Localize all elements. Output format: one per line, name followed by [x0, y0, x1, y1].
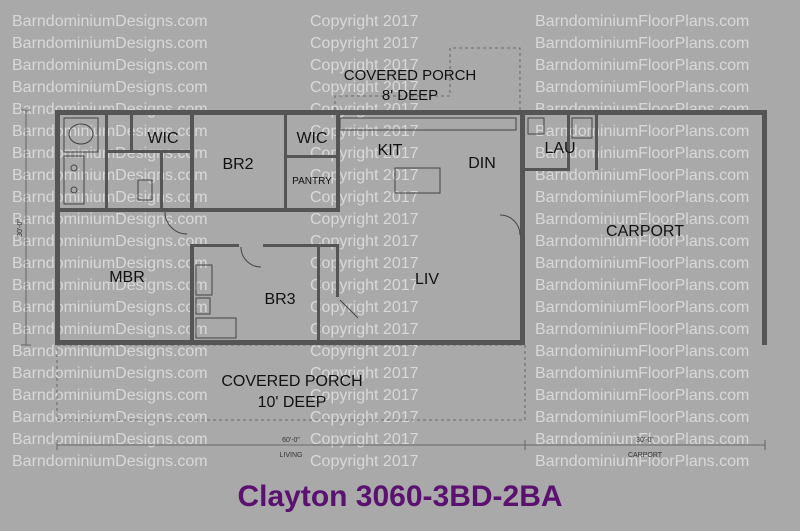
br3-label: BR3 [264, 291, 295, 308]
watermark-text: Copyright 2017 [310, 57, 419, 74]
watermark-text: BarndominiumFloorPlans.com [535, 277, 749, 294]
watermark-text: BarndominiumFloorPlans.com [535, 189, 749, 206]
watermark-text: Copyright 2017 [310, 387, 419, 404]
depth-dimension: 30'-0" [17, 219, 24, 237]
watermark-text: Copyright 2017 [310, 365, 419, 382]
watermark-text: BarndominiumFloorPlans.com [535, 343, 749, 360]
watermark-text: BarndominiumFloorPlans.com [535, 255, 749, 272]
watermark-text: BarndominiumDesigns.com [12, 321, 208, 338]
watermark-text: BarndominiumFloorPlans.com [535, 167, 749, 184]
porch-top-depth-label: 8' DEEP [382, 87, 438, 104]
living-width-dimension: 60'-0" [282, 437, 300, 444]
watermark-text: BarndominiumFloorPlans.com [535, 211, 749, 228]
br2-label: BR2 [222, 156, 253, 173]
carport-width-label: CARPORT [628, 452, 663, 459]
watermark-text: Copyright 2017 [310, 211, 419, 228]
interior-walls [60, 115, 598, 340]
watermark-text: BarndominiumFloorPlans.com [535, 321, 749, 338]
carport-label: CARPORT [606, 223, 684, 240]
watermark-text: BarndominiumDesigns.com [12, 409, 208, 426]
exterior-walls [55, 110, 767, 345]
living-width-label: LIVING [280, 452, 303, 459]
watermark-text: BarndominiumDesigns.com [12, 123, 208, 140]
watermark-text: BarndominiumDesigns.com [12, 343, 208, 360]
top-porch-outline [334, 47, 521, 110]
mbr-label: MBR [109, 269, 145, 286]
watermark-text: BarndominiumDesigns.com [12, 145, 208, 162]
din-label: DIN [468, 155, 496, 172]
watermark-text: BarndominiumDesigns.com [12, 453, 208, 470]
watermark-text: BarndominiumFloorPlans.com [535, 365, 749, 382]
watermark-text: BarndominiumFloorPlans.com [535, 431, 749, 448]
watermark-text: BarndominiumDesigns.com [12, 79, 208, 96]
kit-label: KIT [378, 142, 403, 159]
watermark-text: Copyright 2017 [310, 453, 419, 470]
watermark-text: BarndominiumFloorPlans.com [535, 13, 749, 30]
watermark-text: BarndominiumFloorPlans.com [535, 123, 749, 140]
watermark-text: Copyright 2017 [310, 299, 419, 316]
watermark-text: BarndominiumDesigns.com [12, 299, 208, 316]
watermark-text: BarndominiumFloorPlans.com [535, 387, 749, 404]
watermark-text: BarndominiumDesigns.com [12, 277, 208, 294]
watermark-text: BarndominiumDesigns.com [12, 431, 208, 448]
watermark-text: BarndominiumDesigns.com [12, 189, 208, 206]
watermark-text: Copyright 2017 [310, 431, 419, 448]
watermark-text: BarndominiumDesigns.com [12, 211, 208, 228]
watermark-text: Copyright 2017 [310, 409, 419, 426]
watermark-text: Copyright 2017 [310, 13, 419, 30]
pantry-label: PANTRY [292, 176, 332, 187]
watermark-text: BarndominiumDesigns.com [12, 13, 208, 30]
fixtures [63, 117, 593, 339]
watermark-text: Copyright 2017 [310, 79, 419, 96]
watermark-text: BarndominiumDesigns.com [12, 35, 208, 52]
watermark-text: BarndominiumFloorPlans.com [535, 145, 749, 162]
watermark-text: BarndominiumFloorPlans.com [535, 79, 749, 96]
porch-bottom-depth-label: 10' DEEP [258, 394, 327, 411]
watermark-text: BarndominiumFloorPlans.com [535, 57, 749, 74]
watermark-text: BarndominiumDesigns.com [12, 167, 208, 184]
liv-label: LIV [415, 271, 439, 288]
wic-2-label: WIC [296, 130, 327, 147]
watermark-text: BarndominiumFloorPlans.com [535, 409, 749, 426]
dimension-lines [21, 109, 766, 450]
watermark-text: BarndominiumDesigns.com [12, 57, 208, 74]
watermark-text: BarndominiumFloorPlans.com [535, 35, 749, 52]
watermark-text: BarndominiumDesigns.com [12, 233, 208, 250]
watermark-text: BarndominiumDesigns.com [12, 255, 208, 272]
watermark-text: BarndominiumFloorPlans.com [535, 453, 749, 470]
lau-label: LAU [544, 140, 575, 157]
wic-1-label: WIC [147, 130, 178, 147]
plan-title: Clayton 3060-3BD-2BA [237, 480, 563, 513]
watermark-text: Copyright 2017 [310, 321, 419, 338]
watermark-text: BarndominiumFloorPlans.com [535, 299, 749, 316]
carport-width-dimension: 30'-0" [636, 437, 654, 444]
porch-bottom-label: COVERED PORCH [221, 373, 362, 390]
watermark-text: Copyright 2017 [310, 343, 419, 360]
watermark-text: BarndominiumDesigns.com [12, 387, 208, 404]
watermark-text: BarndominiumDesigns.com [12, 365, 208, 382]
watermark-text: Copyright 2017 [310, 35, 419, 52]
porch-top-label: COVERED PORCH [344, 67, 477, 84]
watermark-text: BarndominiumFloorPlans.com [535, 233, 749, 250]
